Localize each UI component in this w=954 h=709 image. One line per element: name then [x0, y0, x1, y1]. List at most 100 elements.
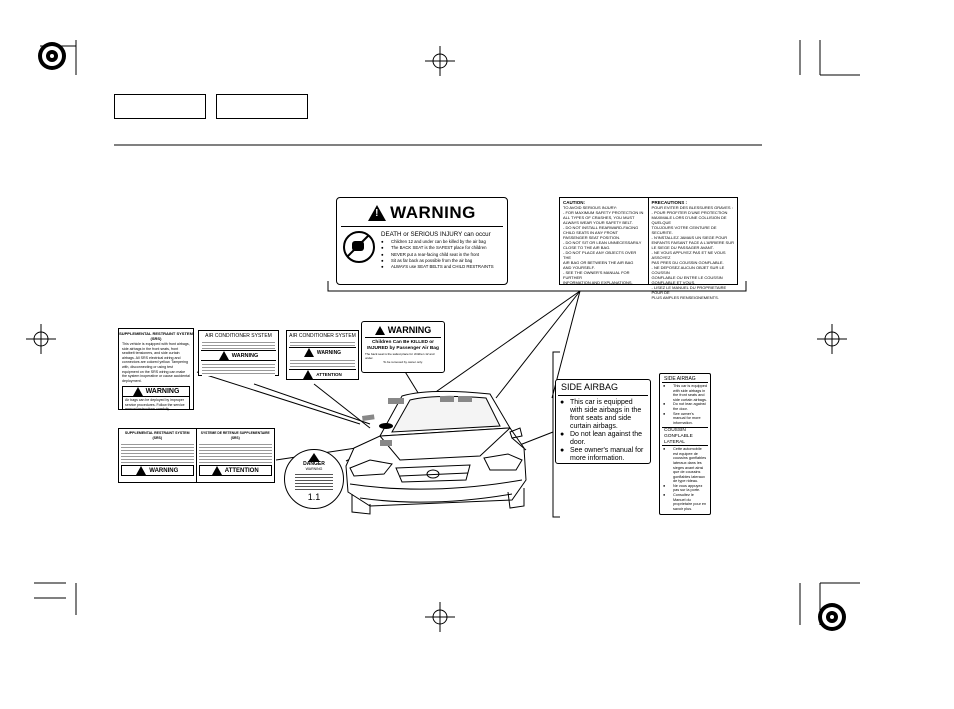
warning-triangle-icon [132, 387, 143, 397]
warning-triangle-icon [303, 370, 314, 379]
caution-en-line: - DO NOT SIT OR LEAN UNNECESSARILY [563, 240, 642, 245]
side-airbag-bi-label: SIDE AIRBAG This car is equipped with si… [659, 373, 711, 515]
crosshair-top [425, 46, 455, 76]
danger-disc-label: DANGER WARNING 1.1 [284, 449, 344, 509]
srs-label-title: SUPPLEMENTAL RESTRAINT SYSTEM (SRS) [119, 331, 193, 341]
visor-label-marker-2 [458, 396, 472, 402]
main-warning-bullets: Children 12 and under can be killed by t… [381, 239, 494, 271]
side-airbag-bi-title-fr: COUSSIN GONFLABLE LATERAL [662, 427, 708, 447]
side-airbag-bi-bullet-fr: Ne vous appuyez pas sur la porte. [663, 484, 707, 493]
passenger-warning-foot: To be removed by owner only. [383, 360, 423, 364]
srs-bilingual-label: SUPPLEMENTAL RESTRAINT SYSTEM (SRS) WARN… [118, 428, 275, 483]
caution-en-line: ALL TYPES OF CRASHES, YOU MUST [563, 215, 635, 220]
side-airbag-en-bullets: This car is equipped with side airbags i… [556, 396, 650, 466]
caution-en-line: AND YOURSELF. [563, 265, 595, 270]
side-airbag-bi-bullet-en: See owner's manual for more information. [663, 412, 707, 426]
ac-label-1-title: AIR CONDITIONER SYSTEM [205, 333, 272, 339]
caution-french: PRECAUTIONS : POUR EVITER DES BLESSURES … [649, 198, 738, 300]
srs-warning-box: WARNING Air bags can be deployed by impr… [122, 386, 190, 411]
ac-label-1: AIR CONDITIONER SYSTEM WARNING [198, 330, 279, 376]
srs-bilingual-fr: SYSTEME DE RETENUE SUPPLEMENTAIRE (SRS) … [197, 429, 275, 482]
side-airbag-bi-bullet-fr: Consultez le Manuel du proprietaire pour… [663, 493, 707, 511]
srs-bilingual-en-title: SUPPLEMENTAL RESTRAINT SYSTEM (SRS) [124, 431, 190, 440]
car-illustration [345, 390, 527, 515]
warning-triangle-icon [308, 453, 320, 462]
passenger-warning-header: WARNING [365, 325, 441, 338]
side-airbag-bi-title-en: SIDE AIRBAG [662, 376, 708, 383]
side-airbag-bi-bullets-fr: Cette automobile est equipee de coussins… [662, 446, 708, 512]
caution-en-line: - DO NOT INSTALL REARWARD-FACING [563, 225, 639, 230]
main-warning-bullet: ALWAYS use SEAT BELTS and CHILD RESTRAIN… [381, 264, 494, 271]
ac-label-2-title: AIR CONDITIONER SYSTEM [289, 333, 356, 339]
side-airbag-en-title: SIDE AIRBAG [558, 380, 648, 396]
caution-en-line: - DO NOT PLACE ANY OBJECTS OVER THE [563, 250, 637, 260]
main-warning-title: WARNING [390, 203, 476, 222]
passenger-warning-line2: INJURED by Passenger Air Bag [367, 346, 439, 351]
warning-triangle-icon [136, 466, 147, 475]
srs-warning-title: WARNING [145, 388, 180, 396]
main-warning-bullet: Sit as far back as possible from the air… [381, 258, 494, 265]
caution-en-line: AIR BAG OR BETWEEN THE AIR BAG [563, 260, 634, 265]
header-tab-2 [216, 94, 308, 119]
srs-bilingual-attention: ATTENTION [198, 465, 272, 476]
warning-triangle-icon [374, 325, 385, 335]
caution-fr-line: GONFLABLE OU ENTRE LE COUSSIN [651, 275, 723, 280]
main-warning-header: WARNING [337, 203, 507, 223]
caution-en-title: CAUTION: [563, 200, 585, 205]
caution-fr-line: - LISEZ LE MANUEL DU PROPRIETAIRE POUR D… [651, 285, 727, 295]
srs-warning-header: WARNING [123, 387, 189, 398]
caution-en-line: CHILD SEATS IN ANY FRONT [563, 230, 618, 235]
caution-fr-line: GONFLABLE ET VOUS. [651, 280, 696, 285]
caution-fr-line: - N'INSTALLEZ JAMAIS UN SIEGE POUR [651, 235, 728, 240]
passenger-warning-line1: Children Can Be KILLED or [371, 340, 435, 345]
passenger-warning-label: WARNING Children Can Be KILLED or INJURE… [361, 321, 445, 373]
starburst-bottom-right [818, 603, 846, 631]
caution-english: CAUTION: TO AVOID SERIOUS INJURY: - FOR … [560, 198, 649, 285]
side-airbag-en-label: SIDE AIRBAG This car is equipped with si… [555, 379, 651, 464]
windshield-label-marker [388, 398, 404, 404]
header-tab-1 [114, 94, 206, 119]
ac-label-1-warning-title: WARNING [231, 352, 259, 359]
main-warning-label: WARNING DEATH or SERIOUS INJURY can occu… [336, 197, 508, 285]
caution-fr-line: MAXIMALE LORS D'UNE COLLISION DE QUELQUE [651, 215, 727, 225]
srs-warning-text: Air bags can be deployed by improper ser… [125, 398, 185, 411]
ac-label-1-specs [202, 340, 275, 349]
srs-label-marker [379, 423, 393, 429]
ac-label-2-attention-title: ATTENTION [316, 372, 342, 377]
ac-label-marker [361, 414, 375, 421]
side-airbag-bi-bullet-en: This car is equipped with side airbags i… [663, 384, 707, 402]
crosshair-right [817, 324, 847, 354]
caution-en-line: PASSENGER SEAT POSITION. [563, 235, 621, 240]
side-airbag-en-bullet: This car is equipped with side airbags i… [560, 399, 646, 431]
srs-bilingual-warning-title: WARNING [149, 467, 179, 474]
passenger-warning-title: WARNING [387, 325, 432, 335]
caution-fr-line: - NE DEPOSEZ AUCUN OBJET SUR LE COUSSIN [651, 265, 725, 275]
caution-fr-line: LE SIEGE DU PASSAGER AVANT. [651, 245, 714, 250]
ac-label-2-specs [290, 340, 355, 346]
ac-label-1-text [202, 362, 275, 376]
no-child-seat-icon [343, 231, 375, 263]
visor-label-marker-1 [440, 396, 454, 402]
warning-triangle-icon [303, 348, 314, 357]
srs-bilingual-fr-title: SYSTEME DE RETENUE SUPPLEMENTAIRE (SRS) [200, 431, 270, 440]
caution-fr-line: PAS PRES DU COUSSIN GONFLABLE. [651, 260, 724, 265]
caution-fr-line: PLUS AMPLES RENSEIGNEMENTS. [651, 295, 719, 300]
side-airbag-bi-bullets-en: This car is equipped with side airbags i… [662, 383, 708, 426]
danger-disc-subtitle: WARNING [305, 467, 323, 471]
caution-en-line: TO AVOID SERIOUS INJURY: [563, 205, 618, 210]
ac-label-2: AIR CONDITIONER SYSTEM WARNING ATTENTION [286, 330, 359, 380]
starburst-top-left [38, 42, 66, 70]
crosshair-left [26, 324, 56, 354]
side-airbag-en-bullet: Do not lean against the door. [560, 431, 646, 447]
caution-fr-line: TOUJOURS VOTRE CEINTURE DE SECURITE. [651, 225, 717, 235]
danger-disc-text [295, 472, 333, 492]
warning-triangle-icon [211, 466, 222, 475]
srs-bilingual-fr-text [198, 442, 272, 464]
main-warning-headline: DEATH or SERIOUS INJURY can occur [381, 231, 491, 238]
main-warning-bullet: The BACK SEAT is the SAFEST place for ch… [381, 245, 494, 252]
caution-fr-line: ENFANTS FAISANT FACE A L'ARRIERE SUR [651, 240, 735, 245]
hood-label-marker [380, 440, 392, 446]
srs-label: SUPPLEMENTAL RESTRAINT SYSTEM (SRS) This… [118, 328, 194, 411]
side-airbag-bi-bullet-en: Do not lean against the door. [663, 402, 707, 411]
